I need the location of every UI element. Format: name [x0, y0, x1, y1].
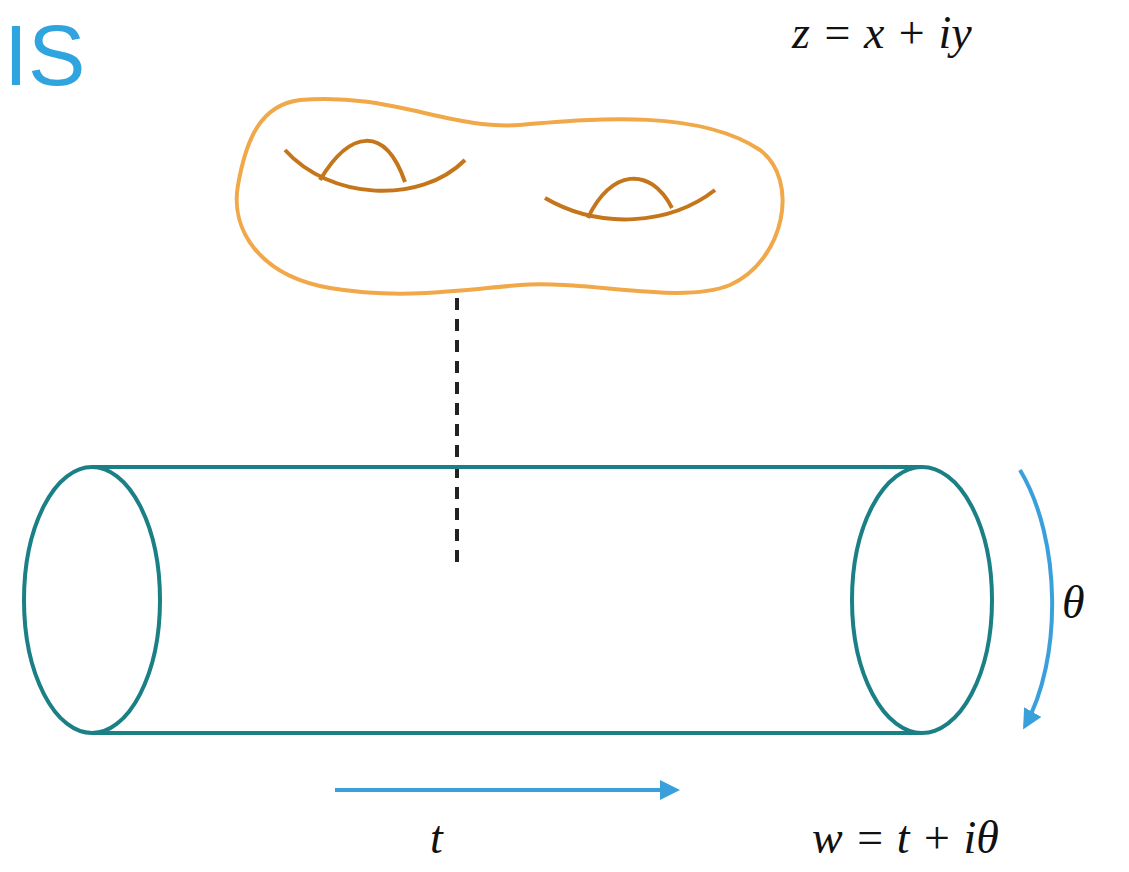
coordinate-label: z = x + iy: [792, 10, 972, 56]
riemann-surface: [237, 99, 783, 294]
handle-curve: [588, 179, 672, 218]
t-arrow: [335, 788, 676, 792]
coordinate-label: w = t + iθ: [812, 815, 999, 861]
axis-label: t: [430, 815, 443, 861]
axis-label: θ: [1062, 580, 1085, 626]
title-fragment: IS: [4, 12, 85, 98]
theta-arrow: [1020, 470, 1052, 726]
handle-curve: [285, 150, 465, 191]
dashed-line: [455, 298, 459, 566]
cylinder: [24, 467, 992, 733]
handle-curve: [545, 190, 715, 219]
handle-curve: [320, 141, 405, 182]
